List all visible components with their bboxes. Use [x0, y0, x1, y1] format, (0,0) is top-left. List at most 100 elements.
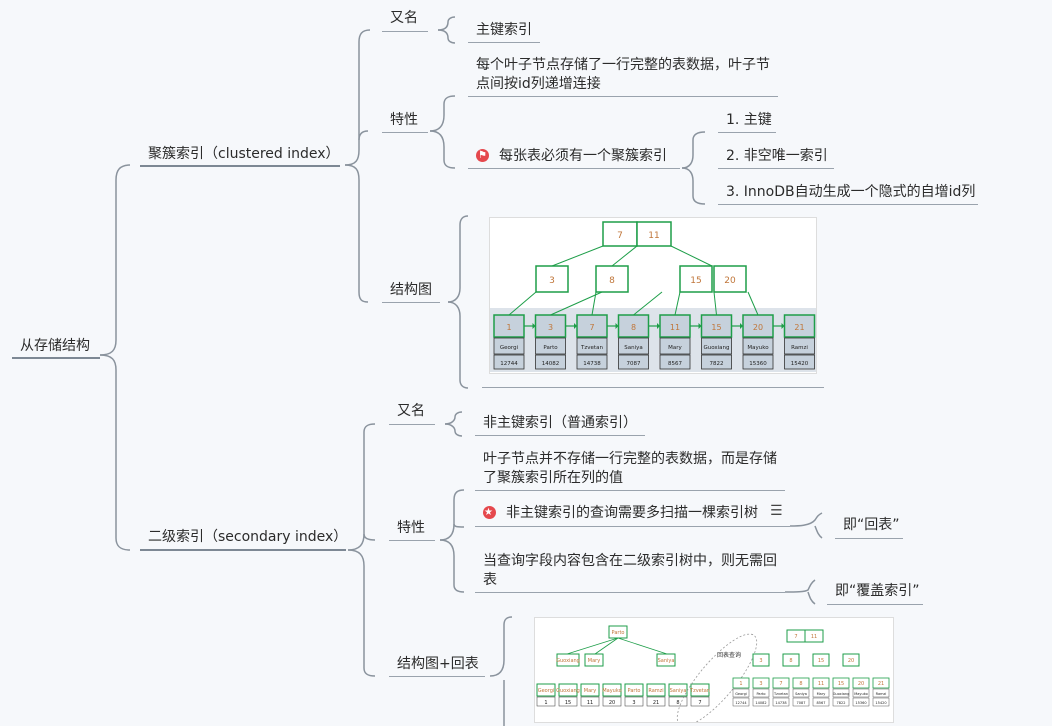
leaf-value-label: 15420 [791, 361, 809, 367]
pk-leaf-id: 21 [878, 681, 884, 687]
sec-leaf-label: Georgi [538, 688, 555, 694]
cover-index-note[interactable]: 即“覆盖索引” [835, 583, 920, 599]
mid-key-box [713, 265, 747, 293]
clustered-alias-value[interactable]: 主键索引 [476, 22, 532, 38]
pk-leaf-val-cell [752, 697, 770, 707]
root-to-mid-edge [551, 245, 604, 267]
clustered-features-desc[interactable]: 每个叶子节点存储了一行完整的表数据，叶子节点间按id列递增连接 [476, 57, 770, 92]
sec-leaf-value: 8 [676, 700, 679, 706]
leaf-link-arrow [781, 323, 785, 329]
root-key-label: 11 [648, 231, 659, 241]
pk-leaf-name-cell [772, 688, 790, 698]
sec-leaf-label: Parto [628, 688, 641, 694]
pk-leaf-name-cell [832, 688, 850, 698]
secondary-features-desc[interactable]: 叶子节点并不存储一行完整的表数据，而是存储了聚簇索引所在列的值 [483, 451, 777, 486]
secondary-alias-value-underline [475, 435, 645, 436]
pk-leaf-val-cell [872, 697, 890, 707]
clustered-index-topic[interactable]: 聚簇索引（clustered index） [148, 146, 340, 162]
sec-leaf-value-cell [646, 696, 666, 707]
sec-leaf-value: 20 [609, 700, 615, 706]
leaf-name-label: Parto [543, 345, 558, 351]
mid-key-label: 3 [549, 276, 555, 286]
clustered-must-item[interactable]: 每张表必须有一个聚簇索引 [476, 146, 667, 166]
sec-leaf-box [646, 683, 666, 697]
leaf-name-label: Guoxiang [703, 345, 729, 351]
pk-leaf-box [752, 677, 770, 689]
secondary-features-label[interactable]: 特性 [397, 520, 425, 536]
root-key-box [636, 221, 672, 247]
sec-leaf-label: Saniya [670, 688, 687, 694]
huibiao-note[interactable]: 即“回表” [843, 517, 900, 533]
secondary-features-underline [389, 540, 435, 541]
leaf-value-label: 7087 [627, 361, 641, 367]
pk-leaf-val-cell [832, 697, 850, 707]
secondary-diagram-underline [389, 676, 485, 677]
secondary-alias-value[interactable]: 非主键索引（普通索引） [483, 415, 637, 431]
leaf-value-label: 8567 [668, 361, 682, 367]
rule-1-underline [718, 132, 776, 133]
pk-leaf-val-cell [732, 697, 750, 707]
pk-leaf-id: 7 [779, 681, 782, 687]
sec-leaf-box [690, 683, 710, 697]
leaf-key-label: 8 [631, 323, 636, 332]
leaf-value-label: 14738 [583, 361, 601, 367]
leaf-name-cell [535, 337, 566, 355]
leaf-name-label: Georgi [500, 345, 519, 351]
pk-leaf-id: 15 [838, 681, 844, 687]
rule-item-3[interactable]: 3. InnoDB自动生成一个隐式的自增id列 [726, 184, 976, 200]
clustered-diagram-underline [382, 302, 440, 303]
secondary-diagram-label[interactable]: 结构图+回表 [397, 656, 479, 672]
clustered-alias-label[interactable]: 又名 [390, 10, 418, 26]
sec-leaf-box [668, 683, 688, 697]
pk-leaf-val: 14738 [775, 701, 786, 705]
secondary-desc-underline [475, 490, 785, 491]
pk-leaf-val: 7087 [797, 701, 806, 705]
leaf-key-label: 15 [711, 323, 721, 332]
pk-leaf-val: 15360 [855, 701, 866, 705]
secondary-cover-underline [475, 592, 785, 593]
pk-leaf-name-cell [792, 688, 810, 698]
secondary-alias-label[interactable]: 又名 [397, 403, 425, 419]
leaf-key-label: 21 [794, 323, 804, 332]
pk-leaf-val-cell [812, 697, 830, 707]
secondary-index-topic[interactable]: 二级索引（secondary index） [148, 529, 348, 545]
secondary-query-item[interactable]: 非主键索引的查询需要多扫描一棵索引树 [483, 503, 758, 523]
root-key-label: 7 [617, 231, 623, 241]
lookup-oval [676, 633, 758, 726]
leaf-key-box [783, 314, 816, 338]
clustered-features-label[interactable]: 特性 [390, 112, 418, 128]
pk-mid-label: 20 [848, 658, 854, 664]
leaf-value-label: 15360 [749, 361, 767, 367]
rule-item-1[interactable]: 1. 主键 [726, 112, 772, 128]
leaf-link-arrow [698, 323, 702, 329]
notes-icon[interactable]: ☰ [770, 503, 783, 519]
clustered-figure-underline [482, 387, 824, 388]
pk-mid-box [752, 653, 770, 667]
sec-edge [617, 637, 668, 655]
sec-leaf-box [624, 683, 644, 697]
clustered-alias-underline [382, 31, 428, 32]
leaf-value-cell [701, 354, 732, 370]
rule-2-underline [718, 168, 834, 169]
sec-leaf-value: 11 [587, 700, 593, 706]
sec-leaf-box [558, 683, 578, 697]
clustered-features-underline [382, 132, 428, 133]
leaf-name-cell [701, 337, 732, 355]
clustered-diagram-label[interactable]: 结构图 [390, 282, 432, 298]
rule-item-2[interactable]: 2. 非空唯一索引 [726, 148, 828, 164]
mid-key-box [679, 265, 713, 293]
leaf-value-cell [742, 354, 774, 370]
secondary-cover-desc[interactable]: 当查询字段内容包含在二级索引树中，则无需回表 [483, 553, 777, 588]
pk-leaf-name: Mayuko [854, 692, 868, 696]
pk-leaf-val: 8567 [817, 701, 826, 705]
root-to-mid-edge [611, 245, 638, 267]
mid-to-leaf-edge [674, 291, 681, 316]
pk-leaf-id: 1 [739, 681, 742, 687]
leaf-name-cell [493, 337, 525, 355]
pk-mid-label: 15 [818, 658, 824, 664]
root-topic[interactable]: 从存储结构 [20, 338, 90, 354]
